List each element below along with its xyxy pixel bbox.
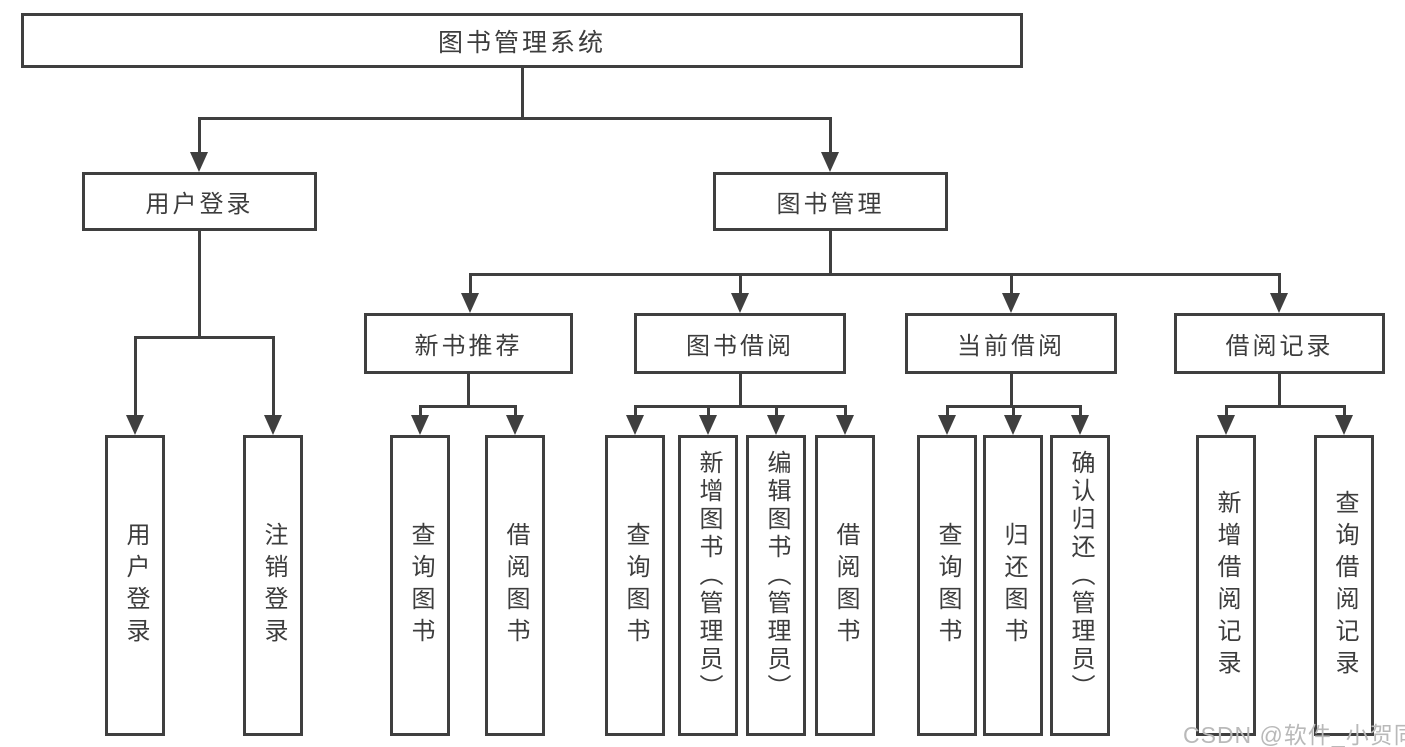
- arrow-down-icon: [1335, 415, 1353, 435]
- leaf-confirm-return-admin: 确认归还（管理员）: [1050, 435, 1110, 736]
- arrow-down-icon: [767, 415, 785, 435]
- arrow-down-icon: [1217, 415, 1235, 435]
- connector-borrowing-arm-2: [706, 405, 710, 419]
- connector-current-arm-3: [1078, 405, 1082, 419]
- node-label: 图书管理系统: [437, 28, 606, 57]
- connector-records-arm-1: [1224, 405, 1228, 419]
- connector-recommend-arm-1: [418, 405, 422, 419]
- leaf-label: 新增图书（管理员）: [695, 450, 722, 702]
- arrow-down-icon: [1270, 293, 1288, 313]
- connector-login-stem: [198, 231, 201, 336]
- connector-current-stem: [1009, 374, 1013, 405]
- arrow-down-icon: [731, 293, 749, 313]
- leaf-logout: 注销登录: [243, 435, 303, 736]
- node-book-management: 图书管理: [713, 172, 948, 231]
- connector-root-arm-right: [828, 117, 832, 155]
- leaf-label: 查询图书: [622, 521, 649, 650]
- arrow-down-icon: [1002, 293, 1020, 313]
- node-current-borrowing: 当前借阅: [905, 313, 1117, 374]
- arrow-down-icon: [190, 152, 208, 172]
- connector-borrowing-arm-3: [774, 405, 778, 419]
- connector-mgmt-arm-2: [738, 273, 742, 295]
- leaf-label: 借阅图书: [502, 521, 529, 650]
- leaf-label: 查询借阅记录: [1331, 489, 1358, 682]
- arrow-down-icon: [506, 415, 524, 435]
- leaf-query-books: 查询图书: [390, 435, 450, 736]
- connector-borrowing-arm-4: [843, 405, 847, 419]
- leaf-label: 查询图书: [407, 521, 434, 650]
- leaf-label: 用户登录: [122, 521, 149, 650]
- node-label: 图书管理: [776, 191, 885, 218]
- node-label: 新书推荐: [414, 333, 523, 360]
- leaf-query-books: 查询图书: [917, 435, 977, 736]
- leaf-borrow-books: 借阅图书: [485, 435, 545, 736]
- arrow-down-icon: [126, 415, 144, 435]
- connector-records-arm-2: [1342, 405, 1346, 419]
- connector-borrowing-arm-1: [633, 405, 637, 419]
- node-book-borrowing: 图书借阅: [634, 313, 846, 374]
- arrow-down-icon: [821, 152, 839, 172]
- arrow-down-icon: [264, 415, 282, 435]
- arrow-down-icon: [938, 415, 956, 435]
- connector-mgmt-arm-1: [468, 273, 472, 295]
- connector-recommend-arm-2: [513, 405, 517, 419]
- connector-borrowing-hline: [633, 405, 847, 408]
- connector-borrowing-stem: [738, 374, 742, 405]
- leaf-label: 确认归还（管理员）: [1067, 450, 1094, 702]
- leaf-label: 查询图书: [934, 521, 961, 650]
- leaf-add-book-admin: 新增图书（管理员）: [678, 435, 738, 736]
- node-label: 借阅记录: [1225, 333, 1334, 360]
- connector-root-stem: [520, 68, 524, 117]
- leaf-add-borrow-record: 新增借阅记录: [1196, 435, 1256, 736]
- connector-records-hline: [1224, 405, 1346, 408]
- node-label: 图书借阅: [686, 333, 794, 360]
- connector-root-arm-left: [197, 117, 201, 155]
- connector-current-arm-2: [1011, 405, 1015, 419]
- node-label: 当前借阅: [957, 333, 1065, 360]
- node-new-book-recommendation: 新书推荐: [364, 313, 573, 374]
- connector-login-arm-right: [271, 336, 275, 418]
- connector-login-arm-left: [133, 336, 137, 418]
- connector-login-hline: [133, 336, 275, 339]
- node-borrowing-records: 借阅记录: [1174, 313, 1385, 374]
- leaf-edit-book-admin: 编辑图书（管理员）: [746, 435, 806, 736]
- leaf-label: 借阅图书: [832, 521, 859, 650]
- arrow-down-icon: [1004, 415, 1022, 435]
- connector-mgmt-arm-4: [1278, 273, 1281, 295]
- leaf-user-login: 用户登录: [105, 435, 165, 736]
- node-label: 用户登录: [145, 191, 254, 218]
- arrow-down-icon: [411, 415, 429, 435]
- node-library-management-system: 图书管理系统: [21, 13, 1023, 68]
- connector-root-hline: [197, 117, 832, 120]
- leaf-query-books: 查询图书: [605, 435, 665, 736]
- connector-mgmt-stem: [829, 231, 832, 273]
- node-user-login: 用户登录: [82, 172, 317, 231]
- leaf-borrow-books: 借阅图书: [815, 435, 875, 736]
- leaf-label: 注销登录: [260, 521, 287, 650]
- arrow-down-icon: [836, 415, 854, 435]
- connector-current-arm-1: [945, 405, 949, 419]
- leaf-return-books: 归还图书: [983, 435, 1043, 736]
- leaf-query-borrow-record: 查询借阅记录: [1314, 435, 1374, 736]
- connector-recommend-stem: [467, 374, 470, 405]
- arrow-down-icon: [1071, 415, 1089, 435]
- leaf-label: 编辑图书（管理员）: [763, 450, 790, 702]
- arrow-down-icon: [699, 415, 717, 435]
- connector-recommend-hline: [418, 405, 517, 408]
- leaf-label: 归还图书: [1000, 521, 1027, 650]
- arrow-down-icon: [461, 293, 479, 313]
- leaf-label: 新增借阅记录: [1213, 489, 1240, 682]
- connector-mgmt-arm-3: [1009, 273, 1013, 295]
- arrow-down-icon: [626, 415, 644, 435]
- connector-mgmt-hline: [468, 273, 1280, 276]
- connector-records-stem: [1278, 374, 1281, 405]
- csdn-watermark: CSDN @软件_小贺同学: [1183, 722, 1405, 747]
